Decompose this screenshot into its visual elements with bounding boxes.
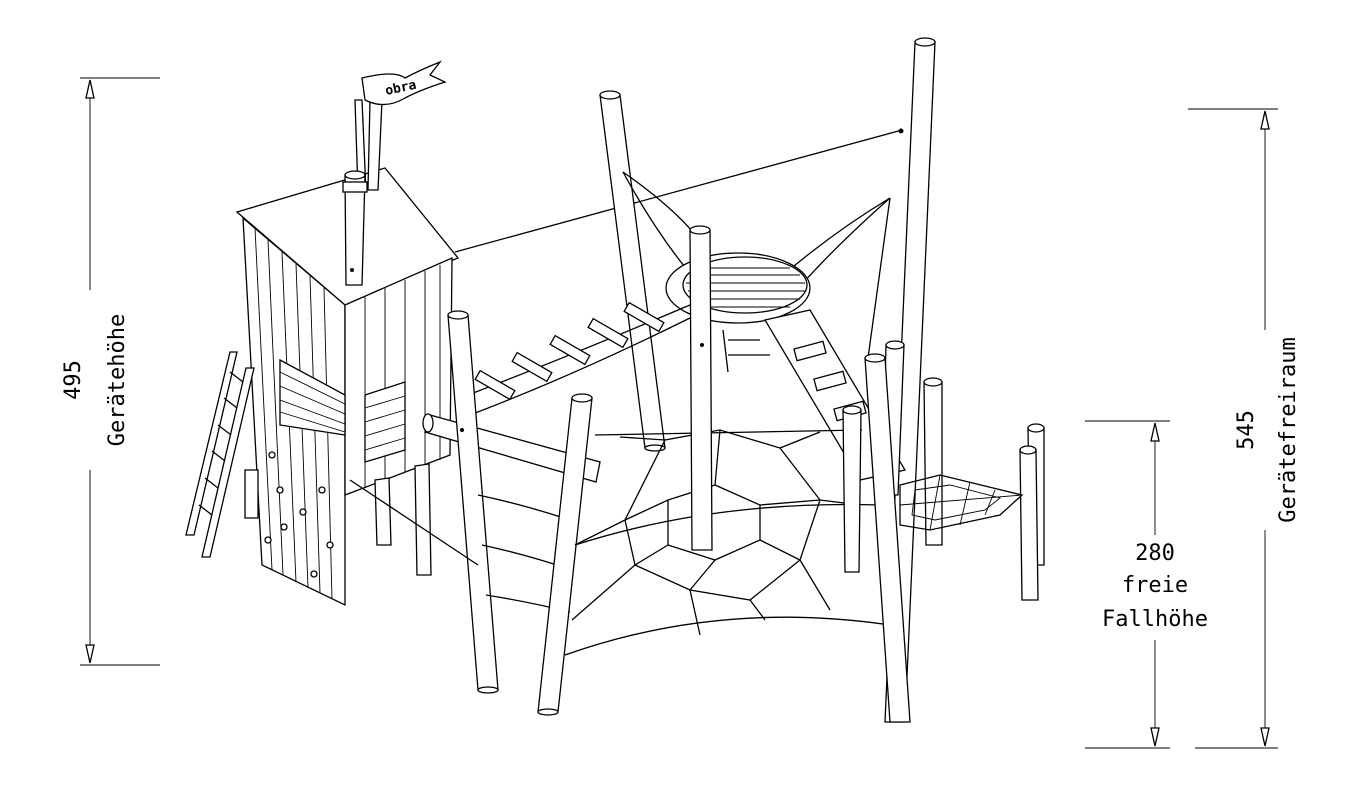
front-pole-middle <box>537 393 593 716</box>
free-space-value: 545 <box>1234 410 1259 450</box>
rope-ladder <box>349 479 573 613</box>
front-pole-right <box>864 353 911 723</box>
spider-web-net <box>564 429 891 656</box>
roof-pole <box>342 170 368 286</box>
flag: obra <box>354 60 447 193</box>
small-web-net <box>899 474 1024 531</box>
dimension-device-height: 495 Gerätehöhe <box>61 77 160 666</box>
tension-cable <box>454 129 903 253</box>
ladder <box>185 351 255 558</box>
flag-text: obra <box>384 78 418 99</box>
central-pole <box>689 225 713 551</box>
hanging-bridge <box>454 301 691 416</box>
device-height-label: Gerätehöhe <box>105 314 130 446</box>
free-space-label: Gerätefreiraum <box>1276 337 1301 522</box>
dimension-fall-height: 280 freie Fallhöhe <box>1085 420 1208 749</box>
basket-platform <box>665 252 811 324</box>
fall-height-line2: Fallhöhe <box>1102 607 1208 632</box>
fall-height-value: 280 <box>1135 541 1175 566</box>
front-pole-left <box>447 310 499 694</box>
back-pole-net <box>599 90 666 452</box>
device-height-value: 495 <box>61 360 86 400</box>
dimension-free-space: 545 Gerätefreiraum <box>1188 108 1301 749</box>
fall-height-line1: freie <box>1122 573 1188 598</box>
